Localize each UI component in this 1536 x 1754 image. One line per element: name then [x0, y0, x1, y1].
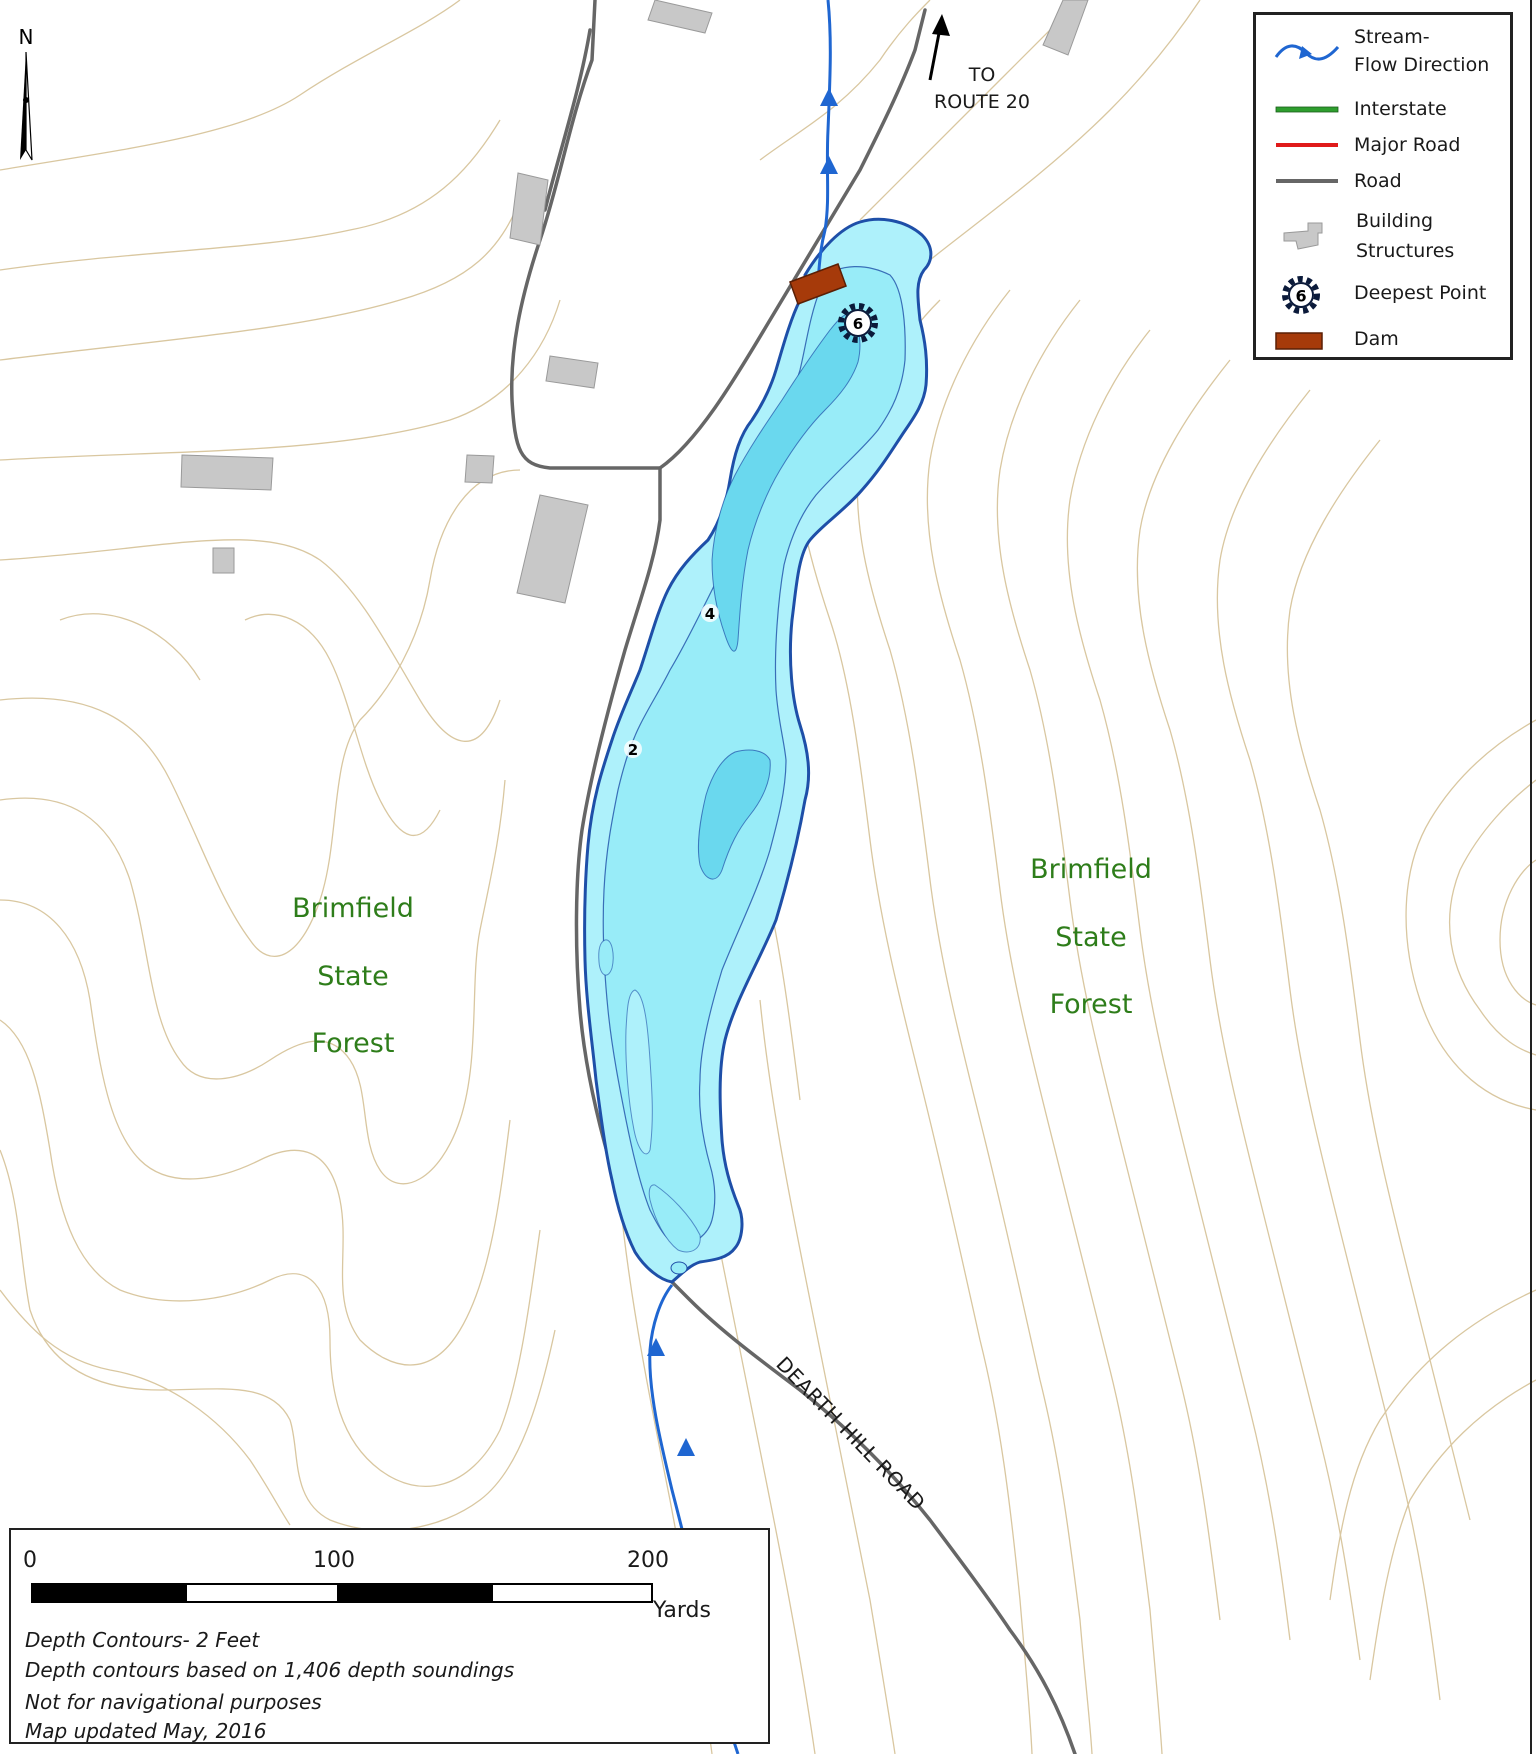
- lake-south-tip: [670, 1261, 688, 1275]
- forest-east-line1: Brimfield: [1030, 854, 1152, 885]
- depth-labels: 4 2: [624, 604, 719, 759]
- legend-stream-line1: Stream-: [1354, 26, 1430, 48]
- note-soundings: Depth contours based on 1,406 depth soun…: [25, 1658, 515, 1682]
- dam-icon: [1275, 332, 1323, 350]
- legend-road-label: Road: [1354, 170, 1402, 192]
- legend-building-line2: Structures: [1356, 240, 1455, 262]
- legend-deepest-label: Deepest Point: [1354, 282, 1487, 304]
- legend-stream-line2: Flow Direction: [1354, 54, 1490, 76]
- legend-dam-label: Dam: [1354, 328, 1399, 350]
- forest-east-line2: State: [1055, 922, 1126, 953]
- road-west-edge: [543, 28, 592, 212]
- major-road-line-icon: [1276, 143, 1338, 147]
- legend-deepest-value: 6: [1295, 287, 1306, 306]
- note-navigation: Not for navigational purposes: [25, 1690, 322, 1714]
- interstate-line-icon: [1275, 106, 1339, 113]
- forest-east-line3: Forest: [1050, 989, 1133, 1020]
- legend-interstate-label: Interstate: [1354, 98, 1447, 120]
- legend: Stream- Flow Direction Interstate Major …: [1253, 12, 1513, 360]
- stream-flow-icon: [1274, 44, 1340, 61]
- scale-unit: Yards: [653, 1598, 711, 1623]
- north-label: N: [19, 25, 34, 49]
- deepest-point-icon: 6: [1282, 276, 1320, 314]
- lake-depth-2-s: [648, 1184, 701, 1253]
- note-contours: Depth Contours- 2 Feet: [25, 1628, 260, 1652]
- scale-and-notes: 0 100 200 Yards Depth Contours- 2 Feet D…: [9, 1528, 770, 1744]
- lake-depth-4-north: [711, 313, 861, 652]
- building-icon: [1283, 222, 1323, 250]
- deepest-point-marker: 6: [838, 303, 878, 343]
- forest-west-line1: Brimfield: [292, 893, 414, 924]
- north-arrow: N: [19, 25, 34, 161]
- route-label-line1: TO: [968, 64, 996, 86]
- scale-tick-100: 100: [313, 1548, 355, 1573]
- lake-depth-2-sw-b: [625, 989, 653, 1155]
- deepest-point-label: 6: [853, 315, 863, 333]
- contour-label-2: 2: [628, 741, 638, 759]
- scale-tick-0: 0: [23, 1548, 37, 1573]
- legend-building-line1: Building: [1356, 210, 1434, 232]
- note-updated: Map updated May, 2016: [25, 1719, 267, 1743]
- dam: [789, 263, 847, 305]
- road-line-icon: [1276, 179, 1338, 183]
- scale-bar: [31, 1583, 653, 1603]
- buildings: [180, 0, 1089, 604]
- legend-major-road-label: Major Road: [1354, 134, 1461, 156]
- stream-flow-arrows: [647, 88, 838, 1456]
- lake-depth-2-sw-a: [598, 939, 614, 976]
- lake: [583, 217, 933, 1284]
- forest-west-line2: State: [317, 961, 388, 992]
- lake-depth-4-mid: [697, 749, 771, 880]
- contour-label-4: 4: [705, 605, 715, 623]
- forest-west-line3: Forest: [312, 1028, 395, 1059]
- route-label-line2: ROUTE 20: [934, 91, 1030, 113]
- route-arrow: [928, 14, 950, 81]
- scale-tick-200: 200: [627, 1548, 669, 1573]
